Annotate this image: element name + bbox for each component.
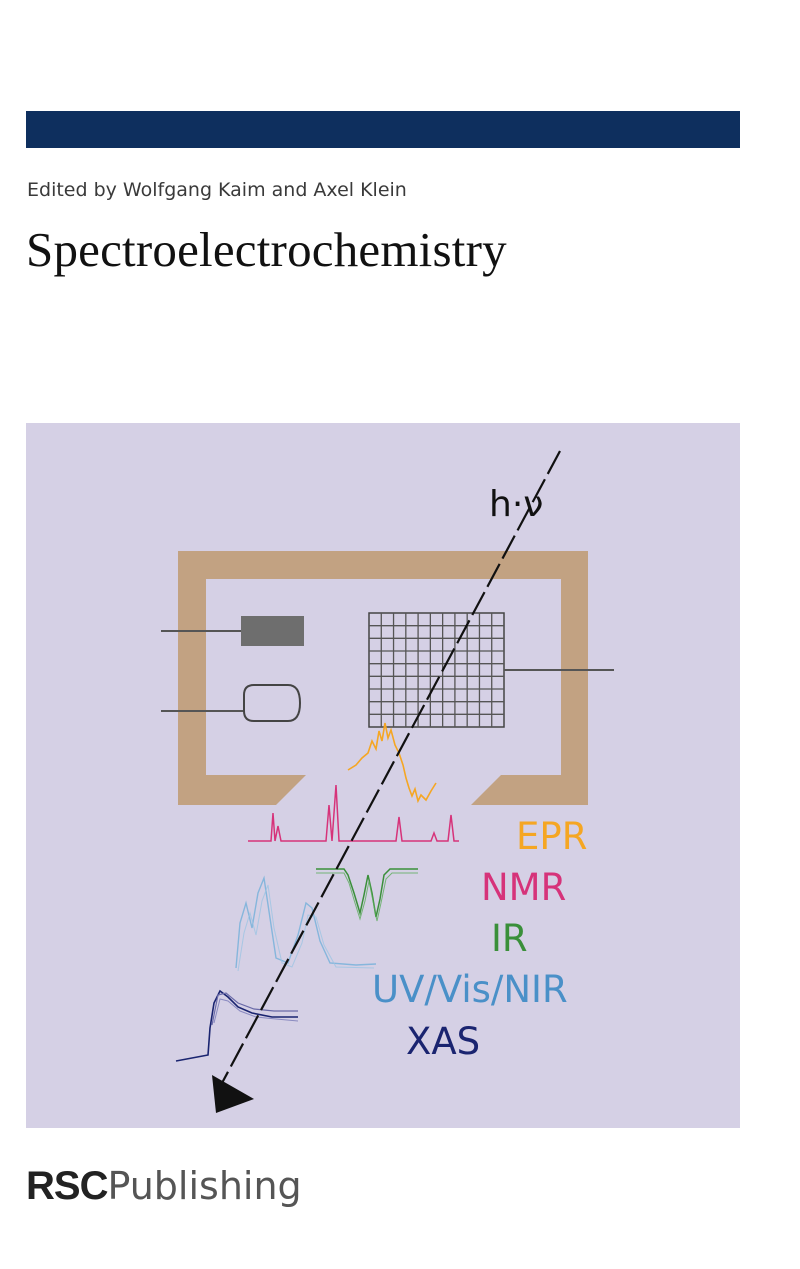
- technique-ir: IR: [491, 917, 528, 960]
- reference-electrode: [241, 616, 304, 646]
- publisher-imprint: Publishing: [107, 1164, 302, 1208]
- working-electrode-grid: [368, 612, 505, 728]
- xas-spectrum-2: [211, 992, 298, 1026]
- technique-xas: XAS: [406, 1020, 481, 1063]
- nmr-spectrum: [248, 784, 459, 842]
- technique-uv-vis-nir: UV/Vis/NIR: [372, 968, 568, 1011]
- light-beam: [221, 450, 561, 1084]
- publisher-brand: RSC: [26, 1164, 108, 1208]
- uv-vis-nir-spectrum-2: [237, 884, 375, 972]
- ir-spectrum: [316, 868, 418, 918]
- editors-line: Edited by Wolfgang Kaim and Axel Klein: [27, 179, 407, 201]
- top-banner-bar: [26, 111, 740, 148]
- cover-illustration: h·ν EPR NMR IR UV/Vis/NIR XAS: [26, 423, 740, 1128]
- book-title: Spectroelectrochemistry: [26, 222, 507, 277]
- epr-spectrum: [347, 722, 437, 804]
- counter-electrode-loop: [243, 684, 302, 722]
- publisher-logo: RSCPublishing: [26, 1166, 302, 1206]
- photon-label: h·ν: [489, 484, 543, 525]
- xas-spectrum-3: [213, 998, 299, 1024]
- technique-nmr: NMR: [481, 866, 567, 909]
- beam-arrowhead: [212, 1075, 254, 1113]
- ir-spectrum-2: [316, 872, 418, 922]
- cell-diagram: h·ν: [161, 450, 614, 1113]
- cell-frame: [178, 551, 588, 805]
- technique-epr: EPR: [516, 815, 588, 858]
